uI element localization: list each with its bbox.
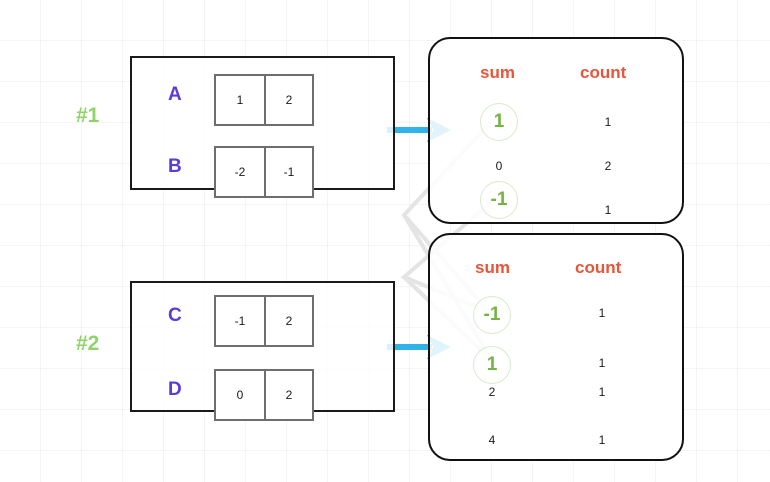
cell-a-0: 1 [236, 93, 244, 107]
result-2-count-0: 1 [598, 306, 606, 320]
result-2-count-2: 1 [598, 385, 606, 399]
result-2-count-header: count [575, 258, 622, 277]
result-panel-1: sum count 1 1 0 2 -1 1 [428, 37, 684, 224]
result-1-count-header: count [580, 63, 627, 82]
highlight-circle-1b [480, 181, 518, 219]
cell-pair-a: 1 2 [214, 74, 314, 126]
result-1-count-0: 1 [604, 115, 612, 129]
group-label-2: #2 [76, 332, 100, 355]
result-1-count-2: 1 [604, 203, 612, 217]
highlight-circle-1a [480, 103, 518, 141]
cell-pair-d: 0 2 [214, 369, 314, 421]
cell-d-1: 2 [264, 371, 312, 419]
cell-b-0: -2 [234, 165, 246, 179]
cell-pair-b: -2 -1 [214, 146, 314, 198]
cell-c-0: -1 [234, 314, 246, 328]
result-2-sum-0: -1 [483, 304, 501, 325]
partition-box-2: C -1 2 D 0 2 [130, 281, 395, 421]
result-1-sum-1: 0 [495, 159, 503, 173]
result-2-sum-1: 1 [486, 354, 498, 375]
result-2-sum-3: 4 [488, 433, 496, 447]
row-label-b: B [168, 156, 182, 177]
result-1-count-1: 2 [604, 159, 612, 173]
cell-pair-c: -1 2 [214, 295, 314, 347]
result-1-sum-2: -1 [490, 189, 508, 210]
highlight-circle-2b [473, 346, 511, 384]
result-1-sum-header: sum [480, 63, 515, 82]
result-2-sum-2: 2 [488, 385, 496, 399]
cell-d-0: 0 [236, 388, 244, 402]
cell-c-1: 2 [264, 297, 312, 345]
cell-b-1: -1 [264, 148, 312, 196]
highlight-circle-2a [473, 296, 511, 334]
result-2-count-3: 1 [598, 433, 606, 447]
result-2-sum-header: sum [475, 258, 510, 277]
result-1-sum-0: 1 [493, 111, 505, 132]
result-2-count-1: 1 [598, 356, 606, 370]
partition-box-1: A 1 2 B -2 -1 [130, 56, 395, 198]
row-label-d: D [168, 379, 182, 400]
result-panel-2: sum count -1 1 1 1 2 1 4 1 [428, 233, 684, 461]
group-label-1: #1 [76, 104, 100, 127]
cell-a-1: 2 [264, 76, 312, 124]
row-label-c: C [168, 305, 182, 326]
row-label-a: A [168, 84, 182, 105]
